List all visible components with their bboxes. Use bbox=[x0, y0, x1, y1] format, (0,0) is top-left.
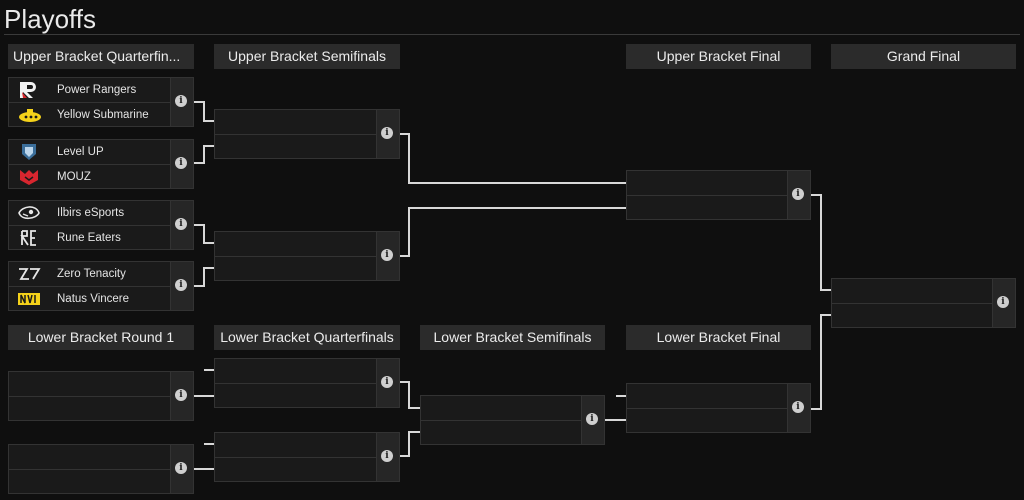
match-info-button[interactable]: i bbox=[170, 372, 193, 420]
match-ubf[interactable]: i bbox=[626, 170, 811, 220]
match-team-bottom[interactable] bbox=[421, 421, 583, 445]
match-lbqf-1[interactable]: i bbox=[214, 358, 400, 408]
ilbirs-logo-icon bbox=[18, 206, 40, 220]
match-lbr1-1[interactable]: i bbox=[8, 371, 194, 421]
round-header-lbf: Lower Bracket Final bbox=[626, 325, 811, 350]
match-team-top[interactable] bbox=[215, 359, 377, 384]
match-team-top[interactable] bbox=[215, 232, 377, 257]
match-team-bottom[interactable]: Rune Eaters bbox=[9, 226, 171, 250]
info-icon: i bbox=[175, 462, 187, 474]
match-team-bottom[interactable] bbox=[832, 304, 994, 328]
match-lbf[interactable]: i bbox=[626, 383, 811, 433]
match-info-button[interactable]: i bbox=[376, 359, 399, 407]
match-info-button[interactable]: i bbox=[581, 396, 604, 444]
zero-tenacity-logo-icon bbox=[19, 268, 41, 280]
match-team-bottom[interactable]: Yellow Submarine bbox=[9, 103, 171, 127]
info-icon: i bbox=[792, 401, 804, 413]
match-team-top[interactable] bbox=[215, 110, 377, 135]
match-team-top[interactable] bbox=[9, 372, 171, 397]
match-team-bottom[interactable] bbox=[627, 409, 789, 433]
info-icon: i bbox=[175, 95, 187, 107]
info-icon: i bbox=[175, 218, 187, 230]
team-name: Natus Vincere bbox=[57, 293, 130, 305]
match-team-bottom[interactable] bbox=[215, 257, 377, 281]
match-info-button[interactable]: i bbox=[170, 140, 193, 188]
match-lbsf[interactable]: i bbox=[420, 395, 605, 445]
info-icon: i bbox=[381, 127, 393, 139]
match-info-button[interactable]: i bbox=[376, 232, 399, 280]
match-info-button[interactable]: i bbox=[170, 262, 193, 310]
match-team-top[interactable] bbox=[627, 171, 789, 196]
info-icon: i bbox=[586, 413, 598, 425]
match-team-top[interactable] bbox=[421, 396, 583, 421]
match-info-button[interactable]: i bbox=[787, 384, 810, 432]
match-team-top[interactable] bbox=[832, 279, 994, 304]
title-divider bbox=[4, 34, 1020, 35]
team-name: MOUZ bbox=[57, 171, 91, 183]
match-ubqf-2[interactable]: Level UP MOUZ i bbox=[8, 139, 194, 189]
match-team-top[interactable]: Zero Tenacity bbox=[9, 262, 171, 287]
match-team-top[interactable] bbox=[627, 384, 789, 409]
info-icon: i bbox=[997, 296, 1009, 308]
power-rangers-logo-icon bbox=[20, 82, 36, 98]
round-header-lbsf: Lower Bracket Semifinals bbox=[420, 325, 605, 350]
match-ubqf-4[interactable]: Zero Tenacity Natus Vincere i bbox=[8, 261, 194, 311]
match-team-bottom[interactable] bbox=[9, 397, 171, 421]
team-name: Ilbirs eSports bbox=[57, 207, 125, 219]
match-info-button[interactable]: i bbox=[992, 279, 1015, 327]
info-icon: i bbox=[175, 157, 187, 169]
match-ubsf-2[interactable]: i bbox=[214, 231, 400, 281]
match-team-top[interactable]: Power Rangers bbox=[9, 78, 171, 103]
team-name: Rune Eaters bbox=[57, 232, 121, 244]
info-icon: i bbox=[381, 450, 393, 462]
round-header-gf: Grand Final bbox=[831, 44, 1016, 69]
round-header-ubsf: Upper Bracket Semifinals bbox=[214, 44, 400, 69]
natus-vincere-logo-icon bbox=[18, 293, 40, 305]
match-info-button[interactable]: i bbox=[170, 201, 193, 249]
page-title: Playoffs bbox=[4, 4, 97, 34]
match-team-bottom[interactable] bbox=[215, 384, 377, 408]
match-team-bottom[interactable] bbox=[627, 196, 789, 220]
match-lbr1-2[interactable]: i bbox=[8, 444, 194, 494]
match-lbqf-2[interactable]: i bbox=[214, 432, 400, 482]
team-name: Power Rangers bbox=[57, 84, 137, 96]
yellow-submarine-logo-icon bbox=[19, 109, 41, 122]
match-info-button[interactable]: i bbox=[376, 110, 399, 158]
match-ubqf-3[interactable]: Ilbirs eSports Rune Eaters i bbox=[8, 200, 194, 250]
match-grand-final[interactable]: i bbox=[831, 278, 1016, 328]
info-icon: i bbox=[792, 188, 804, 200]
round-header-lbr1: Lower Bracket Round 1 bbox=[8, 325, 194, 350]
match-team-bottom[interactable] bbox=[215, 458, 377, 482]
team-name: Zero Tenacity bbox=[57, 268, 126, 280]
match-ubsf-1[interactable]: i bbox=[214, 109, 400, 159]
match-team-top[interactable]: Level UP bbox=[9, 140, 171, 165]
match-ubqf-1[interactable]: Power Rangers Yellow Submarine i bbox=[8, 77, 194, 127]
match-info-button[interactable]: i bbox=[170, 445, 193, 493]
match-team-top[interactable]: Ilbirs eSports bbox=[9, 201, 171, 226]
match-team-bottom[interactable]: MOUZ bbox=[9, 165, 171, 189]
match-team-top[interactable] bbox=[215, 433, 377, 458]
info-icon: i bbox=[175, 389, 187, 401]
info-icon: i bbox=[381, 249, 393, 261]
round-header-ubqf: Upper Bracket Quarterfin... bbox=[8, 44, 194, 69]
info-icon: i bbox=[175, 279, 187, 291]
round-header-lbqf: Lower Bracket Quarterfinals bbox=[214, 325, 400, 350]
mouz-logo-icon bbox=[20, 170, 38, 185]
match-team-top[interactable] bbox=[9, 445, 171, 470]
match-info-button[interactable]: i bbox=[376, 433, 399, 481]
team-name: Level UP bbox=[57, 146, 104, 158]
match-info-button[interactable]: i bbox=[787, 171, 810, 219]
match-team-bottom[interactable] bbox=[9, 470, 171, 494]
rune-eaters-logo-icon bbox=[20, 230, 36, 246]
team-name: Yellow Submarine bbox=[57, 109, 149, 121]
match-team-bottom[interactable]: Natus Vincere bbox=[9, 287, 171, 311]
match-info-button[interactable]: i bbox=[170, 78, 193, 126]
round-header-ubf: Upper Bracket Final bbox=[626, 44, 811, 69]
match-team-bottom[interactable] bbox=[215, 135, 377, 159]
info-icon: i bbox=[381, 376, 393, 388]
level-up-logo-icon bbox=[22, 144, 36, 160]
